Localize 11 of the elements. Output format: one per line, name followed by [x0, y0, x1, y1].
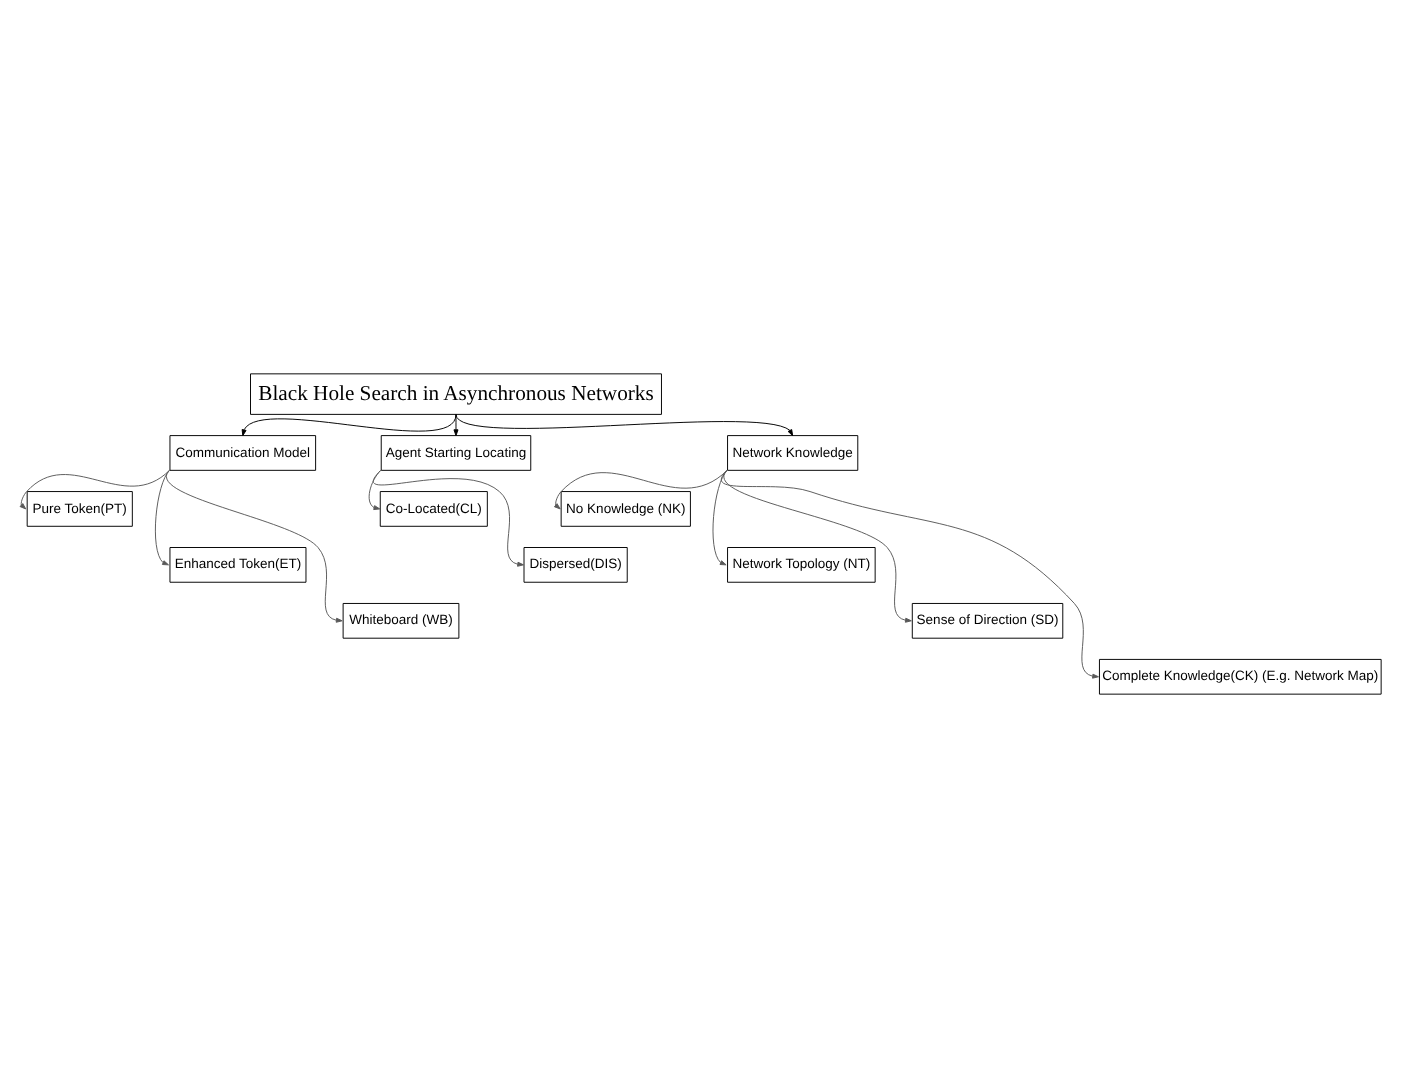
arrow	[373, 469, 524, 567]
arrow	[553, 469, 728, 510]
arrow	[241, 413, 457, 437]
arrow	[455, 413, 794, 437]
arrow	[453, 413, 459, 437]
arrow	[723, 469, 912, 623]
arrow	[19, 469, 170, 510]
arrow	[165, 469, 343, 623]
arrow	[720, 469, 1099, 679]
node-box: Black Hole Search in Asynchronous Networks	[250, 373, 662, 415]
arrow	[154, 469, 170, 566]
